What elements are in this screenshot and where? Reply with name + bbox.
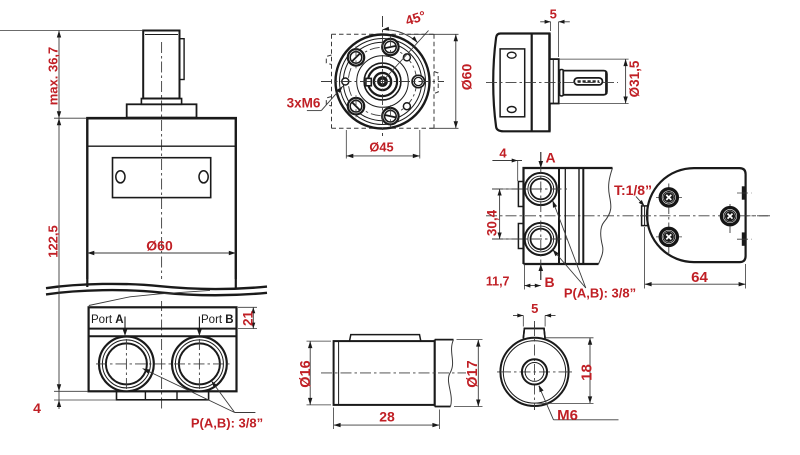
svg-text:Ø16: Ø16 (298, 360, 314, 387)
svg-text:Ø45: Ø45 (369, 140, 393, 155)
svg-text:A: A (546, 150, 556, 166)
svg-text:64: 64 (691, 269, 708, 286)
svg-text:M6: M6 (557, 407, 578, 424)
svg-text:28: 28 (379, 409, 395, 425)
svg-text:Ø60: Ø60 (459, 64, 475, 91)
svg-text:Ø17: Ø17 (465, 360, 481, 387)
svg-text:max. 36,7: max. 36,7 (46, 47, 61, 106)
svg-text:T:1/8”: T:1/8” (614, 182, 652, 198)
svg-text:Ø31,5: Ø31,5 (627, 60, 642, 97)
svg-text:Port A: Port A (91, 314, 124, 326)
svg-text:30,4: 30,4 (484, 209, 499, 236)
svg-text:P(A,B): 3/8”: P(A,B): 3/8” (191, 416, 263, 431)
svg-text:122,5: 122,5 (46, 225, 61, 258)
svg-text:4: 4 (33, 400, 41, 416)
svg-text:Ø60: Ø60 (146, 238, 173, 254)
svg-text:Port B: Port B (201, 314, 234, 326)
svg-text:4: 4 (499, 146, 507, 161)
svg-text:P(A,B): 3/8”: P(A,B): 3/8” (564, 286, 636, 301)
svg-text:45°: 45° (404, 8, 428, 29)
svg-text:21: 21 (240, 311, 255, 327)
svg-text:5: 5 (531, 301, 538, 316)
svg-text:18: 18 (579, 364, 596, 381)
svg-text:B: B (545, 274, 555, 290)
svg-text:11,7: 11,7 (486, 275, 510, 289)
svg-text:3xM6: 3xM6 (287, 96, 321, 111)
svg-text:5: 5 (550, 7, 557, 22)
